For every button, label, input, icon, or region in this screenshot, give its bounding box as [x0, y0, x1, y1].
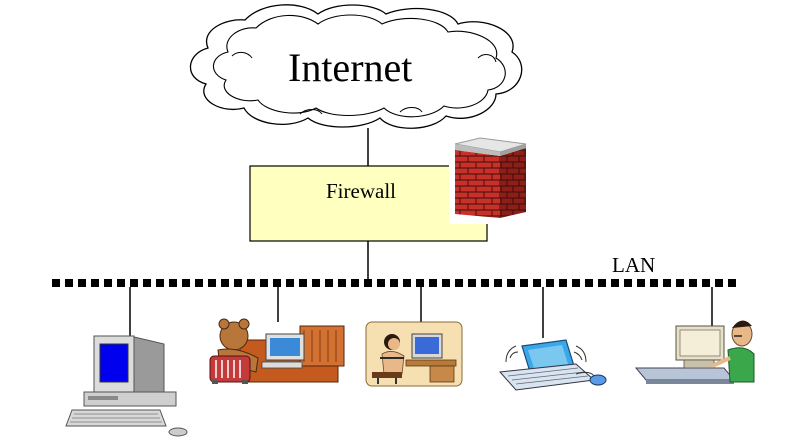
laptop-computer-icon: [498, 339, 607, 391]
cloud-icon: [189, 4, 523, 129]
person-at-desk-icon: [209, 318, 345, 384]
internet-label: Internet: [288, 45, 413, 90]
lan-label: LAN: [612, 253, 656, 277]
man-at-workstation-icon: [634, 320, 755, 384]
firewall-label: Firewall: [326, 179, 396, 203]
desktop-computer-icon: [65, 335, 188, 437]
woman-at-desk-icon: [365, 321, 463, 387]
brick-wall-icon: [449, 137, 527, 224]
